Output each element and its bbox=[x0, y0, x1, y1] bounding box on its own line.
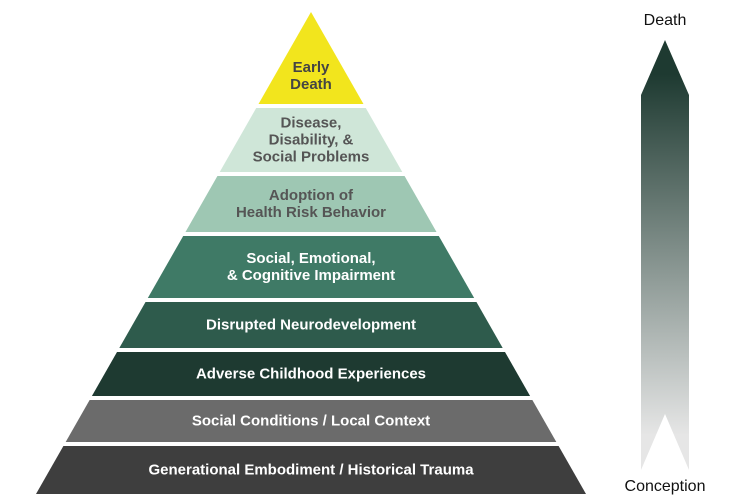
tier-label-social-conditions-local-context: Social Conditions / Local Context bbox=[191, 412, 431, 430]
tier-label-adoption-of-health-risk-behavior: Adoption of Health Risk Behavior bbox=[235, 187, 387, 221]
pyramid-tier-disease-disability-social-problems bbox=[219, 108, 403, 172]
tier-label-generational-embodiment-historical-trauma: Generational Embodiment / Historical Tra… bbox=[148, 461, 474, 479]
pyramid-tier-early-death bbox=[258, 12, 364, 104]
tier-label-adverse-childhood-experiences: Adverse Childhood Experiences bbox=[195, 365, 427, 383]
pyramid-tier-social-emotional-cognitive-impairment bbox=[147, 236, 475, 298]
pyramid-tier-disrupted-neurodevelopment bbox=[119, 302, 503, 348]
tier-label-disrupted-neurodevelopment: Disrupted Neurodevelopment bbox=[205, 316, 417, 334]
tier-label-early-death: Early Death bbox=[290, 59, 332, 93]
pyramid-tiers bbox=[36, 12, 586, 494]
pyramid-tier-adverse-childhood-experiences bbox=[91, 352, 531, 396]
pyramid-tier-generational-embodiment-historical-trauma bbox=[36, 446, 586, 494]
pyramid-tier-adoption-of-health-risk-behavior bbox=[185, 176, 437, 232]
tier-label-social-emotional-cognitive-impairment: Social, Emotional, & Cognitive Impairmen… bbox=[226, 250, 396, 284]
scale-top-label: Death bbox=[643, 12, 687, 29]
pyramid-tier-social-conditions-local-context bbox=[65, 400, 557, 442]
death-conception-scale-arrow bbox=[641, 40, 689, 470]
scale-bottom-label: Conception bbox=[624, 478, 706, 495]
tier-label-disease-disability-social-problems: Disease, Disability, & Social Problems bbox=[252, 114, 370, 166]
